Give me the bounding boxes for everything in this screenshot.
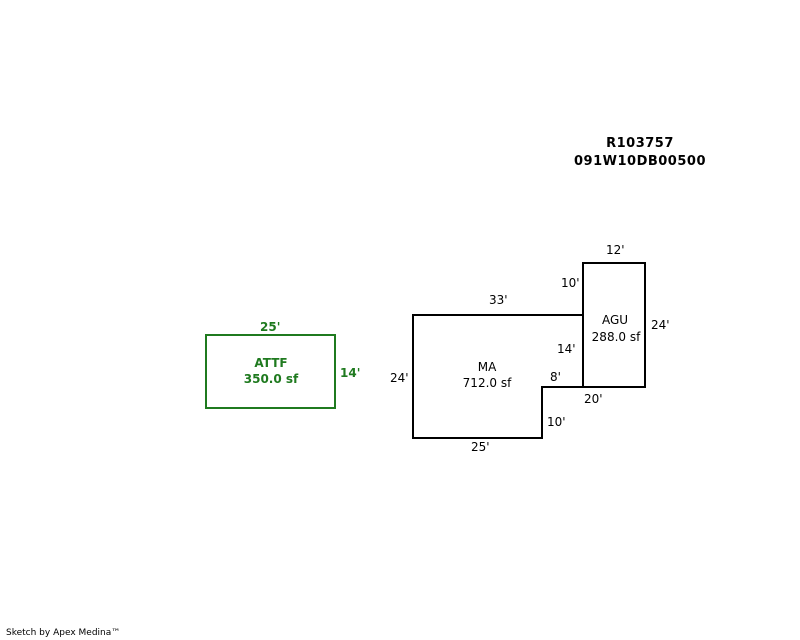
ma-code: MA [477,360,497,374]
ma-dim-left: 24' [390,371,409,385]
agu-outline [582,262,646,388]
ma-dim-step-top: 8' [550,370,561,384]
ma-dim-top: 33' [489,293,508,307]
ma-dim-step-right: 10' [547,415,566,429]
parcel-id: R103757 [606,136,674,151]
attf-code: ATTF [254,356,288,370]
attf-dim-top: 25' [260,320,281,334]
attf-area: 350.0 sf [243,372,299,386]
ma-area: 712.0 sf [462,376,512,390]
parcel-id-block: R103757 091W10DB00500 [560,135,720,171]
attf-outline [205,334,336,409]
agu-dim-bottom: 20' [584,392,603,406]
agu-dim-right: 24' [651,318,670,332]
agu-dim-left-top: 10' [561,276,580,290]
ma-dim-bottom: 25' [471,440,490,454]
agu-area: 288.0 sf [591,330,641,344]
agu-code: AGU [601,313,629,327]
ma-dim-inner: 14' [557,342,576,356]
agu-dim-top: 12' [606,243,625,257]
footer-credit: Sketch by Apex Medina™ [6,628,121,638]
attf-dim-right: 14' [340,366,361,380]
map-id: 091W10DB00500 [574,154,706,169]
